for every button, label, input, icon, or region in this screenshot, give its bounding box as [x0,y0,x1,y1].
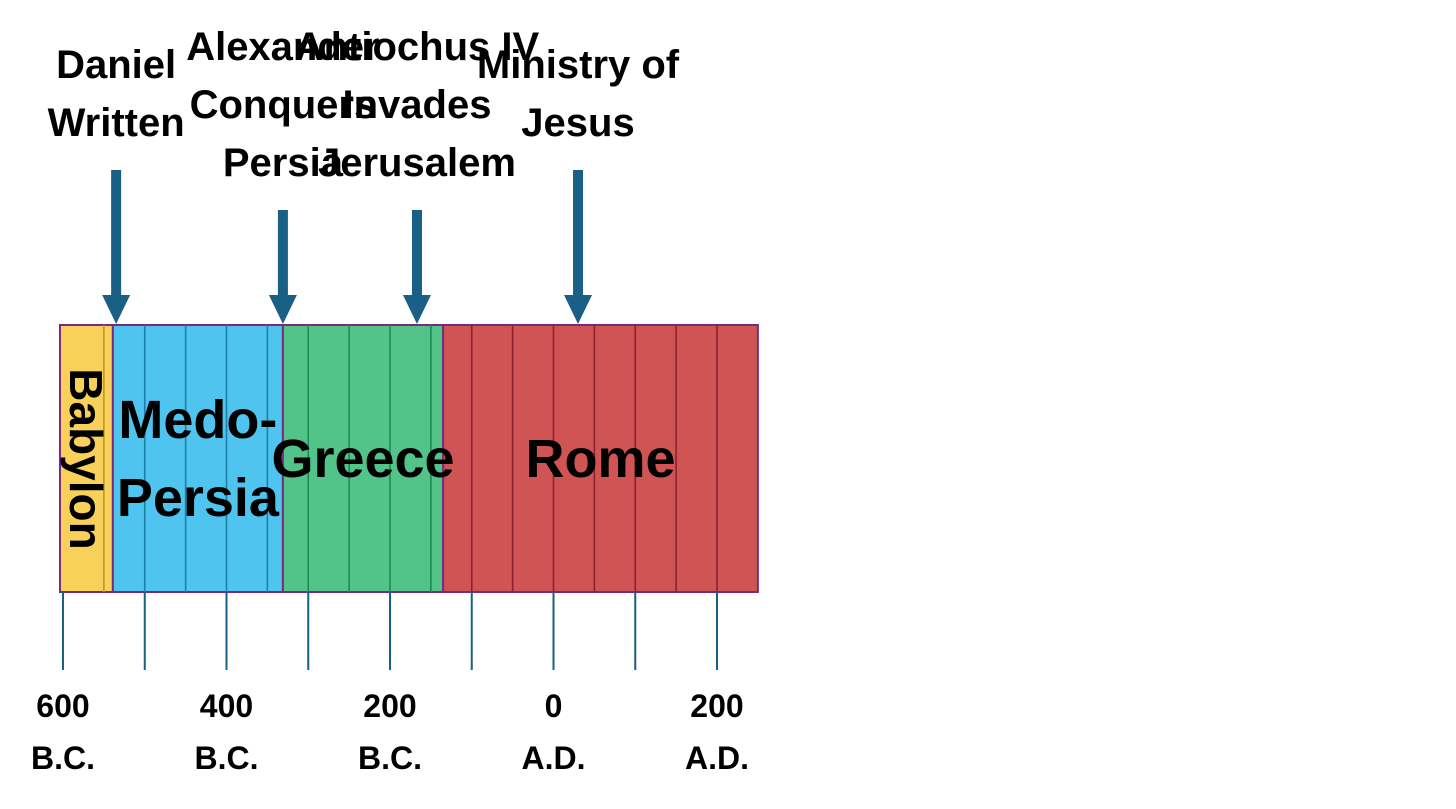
event-arrow-ministry-of-jesus [564,170,593,324]
arrow-head [402,295,431,324]
event-arrow-antiochus-iv-invades-jerusalem [402,210,431,324]
empire-bands [59,324,759,593]
empire-label-line: Persia [116,467,279,528]
empire-label-line: Rome [525,428,676,489]
arrow-head [102,295,131,324]
event-label-line: Antiochus IV [294,25,540,69]
tick-label-line: A.D. [685,740,749,776]
arrow-shaft [277,210,288,295]
arrow-head [564,295,593,324]
event-label-line: Jerusalem [318,141,516,185]
band-greece [281,324,445,593]
empire-label-rome: Rome [401,420,801,498]
tick-label-line: 600 [36,688,90,724]
empire-label-line: Greece [271,428,455,489]
arrow-shaft [573,170,584,295]
event-label-line: Persia [222,141,343,185]
empire-label-greece: Greece [163,420,563,498]
empire-label-line: Medo- [118,389,278,450]
tick-label-line: 0 [544,688,563,724]
event-label-line: Jesus [521,101,635,145]
event-label-line: Alexander [186,25,380,69]
arrow-shaft [111,170,122,295]
empire-label-medo-persia: Medo- Persia [0,381,398,537]
band-medo-persia [111,324,284,593]
tick-label-line: 200 [690,688,744,724]
event-label-ministry-of-jesus: Ministry of Jesus [428,36,728,152]
tick-label-line: A.D. [521,740,586,776]
tick-label-line: B.C. [358,740,422,776]
tick-label-line: B.C. [194,740,259,776]
event-label-line: Conquers [189,83,377,127]
event-label-line: Daniel [56,43,177,87]
tick-label-line: 400 [199,688,254,724]
event-label-line: Ministry of [476,43,680,87]
axis-ticks [62,592,718,670]
event-arrows [102,170,593,324]
arrow-head [268,295,297,324]
event-label-line: Invades [342,83,492,127]
tick-label-line: 200 [363,688,417,724]
event-arrow-alexander-conquers-persia [268,210,297,324]
arrow-shaft [411,210,422,295]
band-rome [442,324,759,593]
event-label-line: Written [47,101,185,145]
event-arrow-daniel-written [102,170,131,324]
tick-label-line: B.C. [31,740,95,776]
